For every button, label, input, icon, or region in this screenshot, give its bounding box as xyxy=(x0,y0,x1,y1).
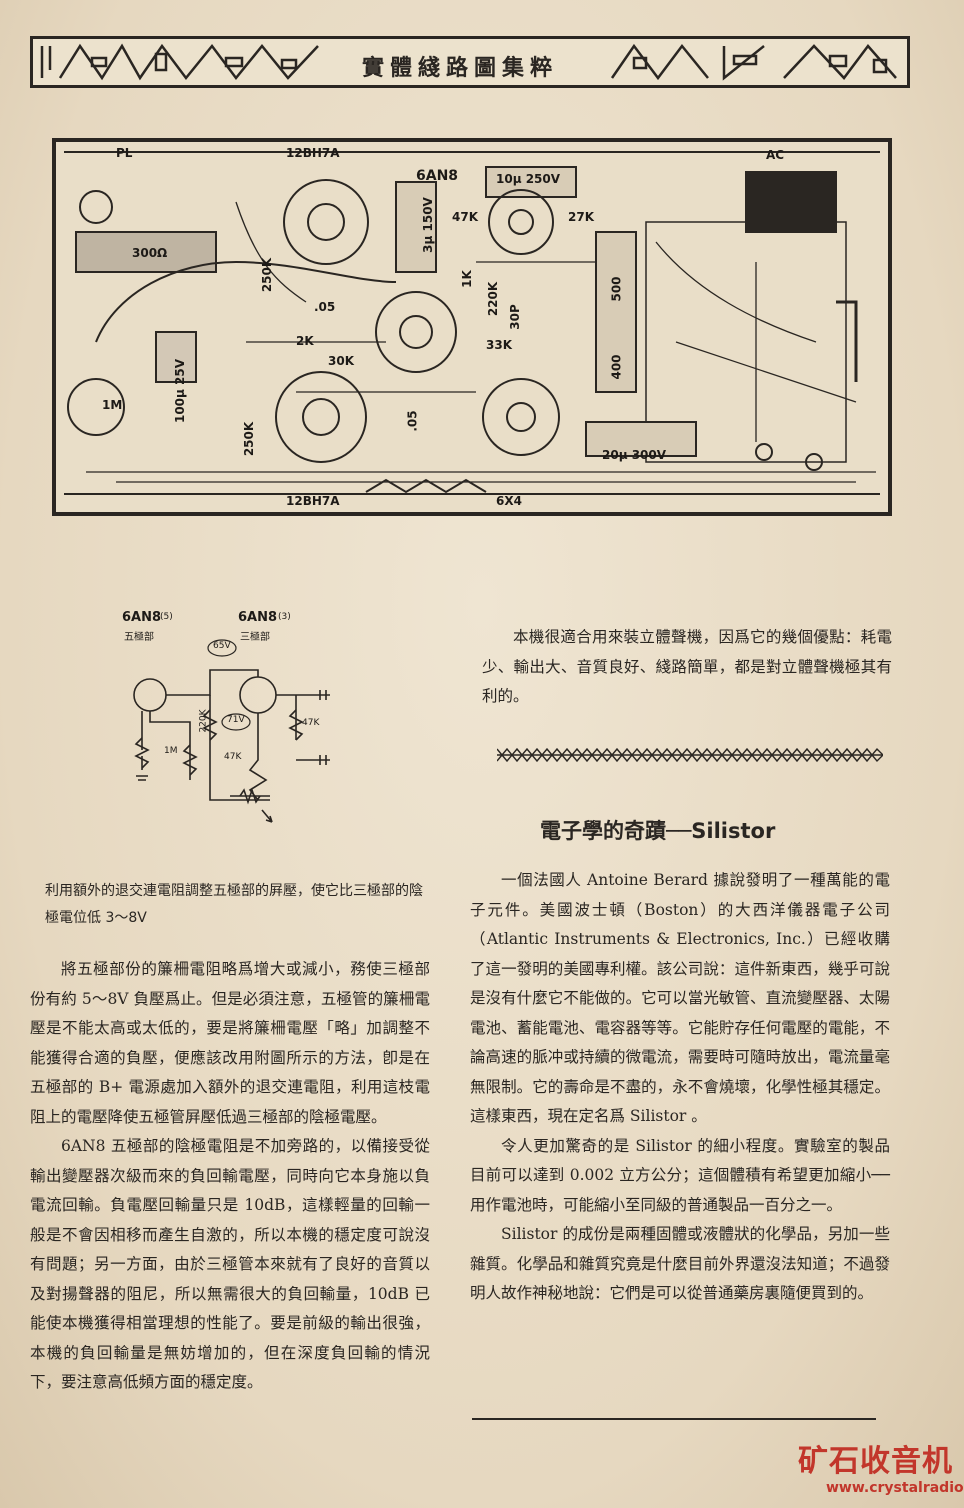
label-tube-top: 12BH7A xyxy=(286,146,340,160)
article-body: 一個法國人 Antoine Berard 據說發明了一種萬能的電子元件。美國波士… xyxy=(470,866,890,1309)
label-pl: PL xyxy=(116,146,133,160)
label-cap-20u: 20μ 300V xyxy=(602,448,667,462)
left-paragraph-1: 將五極部份的簾柵電阻略爲增大或減小，務使三極部份有約 5～8V 負壓爲止。但是必… xyxy=(30,960,430,1126)
schem-triode-sub: 三極部 xyxy=(240,632,270,643)
label-r-250k-b: 250K xyxy=(242,421,257,457)
label-r-47k: 47K xyxy=(452,210,478,224)
schem-v71: 71V xyxy=(227,715,245,725)
header-right-ornament xyxy=(610,43,897,81)
schem-v65: 65V xyxy=(213,641,231,651)
article-title: 電子學的奇蹟──Silistor xyxy=(540,819,776,843)
label-tube-bottom: 12BH7A xyxy=(286,494,340,508)
label-r-33k: 33K xyxy=(486,338,512,352)
schematic-drawing xyxy=(133,639,330,823)
label-ac: AC xyxy=(766,148,785,162)
label-r-27k: 27K xyxy=(568,210,594,224)
label-r-400: 400 xyxy=(609,354,624,380)
label-r-500: 500 xyxy=(609,276,624,302)
article-paragraph-2: 令人更加驚奇的是 Silistor 的細小程度。實驗室的製品目前可以達到 0.0… xyxy=(470,1136,890,1214)
watermark-url: www.crystalradio.cn xyxy=(826,1480,964,1496)
label-r-220k: 220K xyxy=(486,281,501,317)
right-intro-column: 本機很適合用來裝立體聲機，因爲它的幾個優點：耗電少、輸出大、音質良好、綫路簡單，… xyxy=(482,623,892,712)
wiring-drawing xyxy=(64,151,880,495)
left-column: 將五極部份的簾柵電阻略爲增大或減小，務使三極部份有約 5～8V 負壓爲止。但是必… xyxy=(30,955,430,1398)
schem-r220k: 220K xyxy=(198,709,209,733)
site-watermark: 矿石收音机 www.crystalradio.cn xyxy=(798,1436,964,1496)
page-header-title: 實體綫路圖集粹 xyxy=(361,56,558,81)
schematic-caption: 利用額外的退交連電阻調整五極部的屛壓，使它比三極部的陰極電位低 3～8V xyxy=(45,883,423,926)
schematic-diagram: 6AN8 (5) 五極部 6AN8 (3) 三極部 65V 71V 220K 1… xyxy=(120,610,350,830)
label-tube-6x4: 6X4 xyxy=(496,494,522,508)
label-r-30k: 30K xyxy=(328,354,354,368)
article-paragraph-1: 一個法國人 Antoine Berard 據說發明了一種萬能的電子元件。美國波士… xyxy=(470,871,890,1125)
left-paragraph-2: 6AN8 五極部的陰極電阻是不加旁路的，以備接受從輸出變壓器次級而來的負回輸電壓… xyxy=(30,1137,430,1391)
label-r-1k: 1K xyxy=(459,270,474,288)
schem-triode-label: 6AN8 xyxy=(238,610,278,625)
label-cap-10u: 10μ 250V xyxy=(496,172,561,186)
schem-triode-unit: (3) xyxy=(278,612,291,622)
label-tube-6an8: 6AN8 xyxy=(416,168,459,184)
label-c-05-b: .05 xyxy=(405,410,420,432)
label-r-1m: 1M xyxy=(102,398,123,412)
label-cap-100u: 100μ 25V xyxy=(173,358,188,424)
bottom-rule xyxy=(472,1418,876,1420)
schem-r47k-b: 47K xyxy=(302,718,320,728)
article-paragraph-3: Silistor 的成份是兩種固體或液體狀的化學品，另加一些雜質。化學品和雜質究… xyxy=(470,1225,890,1302)
label-c-30p: 30P xyxy=(507,304,522,330)
ornamental-divider xyxy=(497,747,883,763)
header-band xyxy=(30,36,910,88)
label-c-05-a: .05 xyxy=(314,300,336,314)
label-r-250k-a: 250K xyxy=(260,257,275,293)
header-left-ornament xyxy=(40,43,319,81)
wiring-diagram: PL 12BH7A 6AN8 10μ 250V AC 300Ω 3μ 150V … xyxy=(52,138,892,516)
label-r-2k: 2K xyxy=(296,334,314,348)
label-r-300: 300Ω xyxy=(132,246,168,260)
schem-pentode-sub: 五極部 xyxy=(124,632,154,643)
watermark-brand: 矿石收音机 xyxy=(798,1444,953,1479)
schem-pentode-label: 6AN8 xyxy=(122,610,162,625)
schem-r1m: 1M xyxy=(164,746,178,756)
label-cap-3u: 3μ 150V xyxy=(420,197,435,253)
right-intro-paragraph: 本機很適合用來裝立體聲機，因爲它的幾個優點：耗電少、輸出大、音質良好、綫路簡單，… xyxy=(482,628,892,705)
schem-r47k-a: 47K xyxy=(224,752,242,762)
schem-pentode-unit: (5) xyxy=(160,612,173,622)
